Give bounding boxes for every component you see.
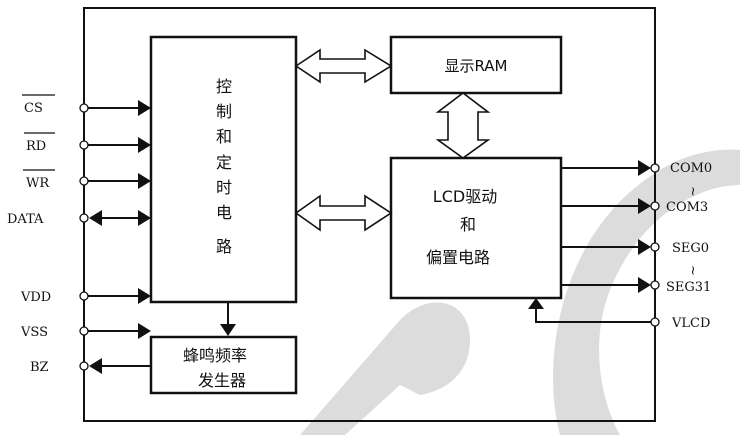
pin-seg0-label: SEG0	[672, 241, 709, 256]
pin-vlcd-label: VLCD	[671, 316, 710, 331]
pin-seg0: SEG0	[561, 239, 709, 256]
pin-com3: COM3	[561, 198, 708, 215]
pin-cs: CS	[22, 94, 151, 116]
control-char-0: 控	[216, 77, 232, 96]
pin-wr-terminal-icon	[79, 176, 89, 186]
pin-wr: WR	[23, 169, 151, 191]
control-char-2: 和	[216, 127, 232, 146]
pin-cs-terminal-icon	[79, 103, 89, 113]
lcd-driver-line3: 偏置电路	[426, 248, 490, 267]
control-char-1: 制	[216, 102, 232, 121]
buzzer-frequency-block: 蜂鸣频率 发生器	[149, 335, 298, 395]
pin-seg31-label: SEG31	[666, 280, 711, 295]
pin-cs-label: CS	[24, 101, 43, 116]
pin-vss-label: VSS	[20, 325, 48, 340]
pin-com0-label: COM0	[670, 161, 712, 176]
bus-arrow-ram-lcd-icon	[435, 91, 491, 159]
lcd-driver-block: LCD驱动 和 偏置电路	[389, 156, 563, 300]
pin-bz-label: BZ	[30, 360, 49, 375]
buzzer-line1: 蜂鸣频率	[183, 346, 247, 365]
control-char-5: 电	[216, 203, 232, 222]
pin-vlcd: VLCD	[528, 298, 710, 331]
display-ram-label: 显示RAM	[444, 57, 507, 75]
pin-seg31-terminal-icon	[650, 280, 660, 290]
pin-rd: RD	[24, 132, 151, 154]
pin-vlcd-terminal-icon	[650, 317, 660, 327]
control-char-4: 时	[216, 178, 232, 197]
pin-vss-terminal-icon	[79, 326, 89, 336]
pin-com0-terminal-icon	[650, 163, 660, 173]
pin-rd-label: RD	[26, 139, 46, 154]
arrow-control-to-buzzer-icon	[220, 302, 236, 336]
control-char-3: 定	[216, 153, 232, 172]
com-range-mark: ~	[685, 186, 700, 197]
pin-data-label: DATA	[7, 212, 44, 227]
bus-arrow-control-ram-icon	[294, 48, 393, 84]
pin-com3-terminal-icon	[650, 201, 660, 211]
seg-range-mark: ~	[685, 265, 700, 276]
control-char-6: 路	[216, 237, 232, 256]
display-ram-block: 显示RAM	[389, 35, 563, 95]
buzzer-line2: 发生器	[198, 371, 246, 390]
pin-bz-terminal-icon	[79, 361, 89, 371]
pin-com0: COM0	[561, 160, 712, 176]
pin-com3-label: COM3	[666, 200, 708, 215]
bus-arrow-control-lcd-icon	[294, 194, 393, 232]
pin-seg0-terminal-icon	[650, 242, 660, 252]
pin-rd-terminal-icon	[79, 140, 89, 150]
lcd-driver-line1: LCD驱动	[433, 187, 497, 206]
pin-vss: VSS	[20, 323, 151, 340]
pin-vdd: VDD	[20, 288, 151, 305]
pin-vdd-label: VDD	[20, 290, 51, 305]
pin-data: DATA	[7, 210, 151, 227]
pin-data-terminal-icon	[79, 213, 89, 223]
lcd-driver-line2: 和	[460, 215, 476, 234]
pin-seg31: SEG31	[561, 277, 711, 295]
pin-vdd-terminal-icon	[79, 291, 89, 301]
pin-bz: BZ	[30, 358, 151, 375]
pin-wr-label: WR	[26, 176, 50, 191]
control-timing-block: 控 制 和 定 时 电 路	[149, 35, 298, 304]
